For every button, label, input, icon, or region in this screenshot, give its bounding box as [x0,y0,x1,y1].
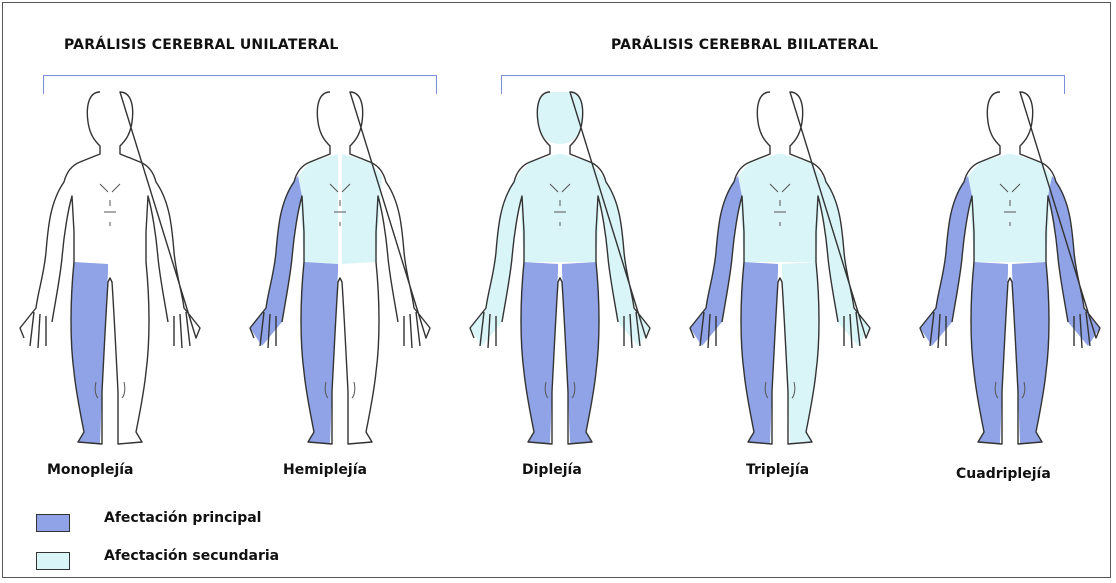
body-figure-hemiplejia [240,92,440,452]
body-figure-diplejia [460,92,660,452]
legend-swatch-secondary [36,552,70,570]
figure-label-triplejia: Triplejía [746,462,809,478]
figure-label-diplejia: Diplejía [522,462,582,478]
legend-swatch-primary [36,514,70,532]
body-figure-triplejia [680,92,880,452]
heading-unilateral: PARÁLISIS CEREBRAL UNILATERAL [64,37,338,53]
region-secondary-head [537,92,582,144]
figure-label-cuadriplejia: Cuadriplejía [956,466,1051,482]
region-secondary-torso [738,154,822,262]
legend-label-secondary: Afectación secundaria [104,548,279,564]
body-outline [20,92,200,444]
legend-label-primary: Afectación principal [104,510,261,526]
figure-label-monoplejia: Monoplejía [47,462,134,478]
region-secondary-torso [968,154,1052,262]
body-figure-monoplejia [10,92,210,452]
figure-label-hemiplejia: Hemiplejía [283,462,367,478]
heading-bilateral: PARÁLISIS CEREBRAL BIILATERAL [611,37,878,53]
body-figure-cuadriplejia [910,92,1110,452]
region-secondary-torso [518,154,602,262]
